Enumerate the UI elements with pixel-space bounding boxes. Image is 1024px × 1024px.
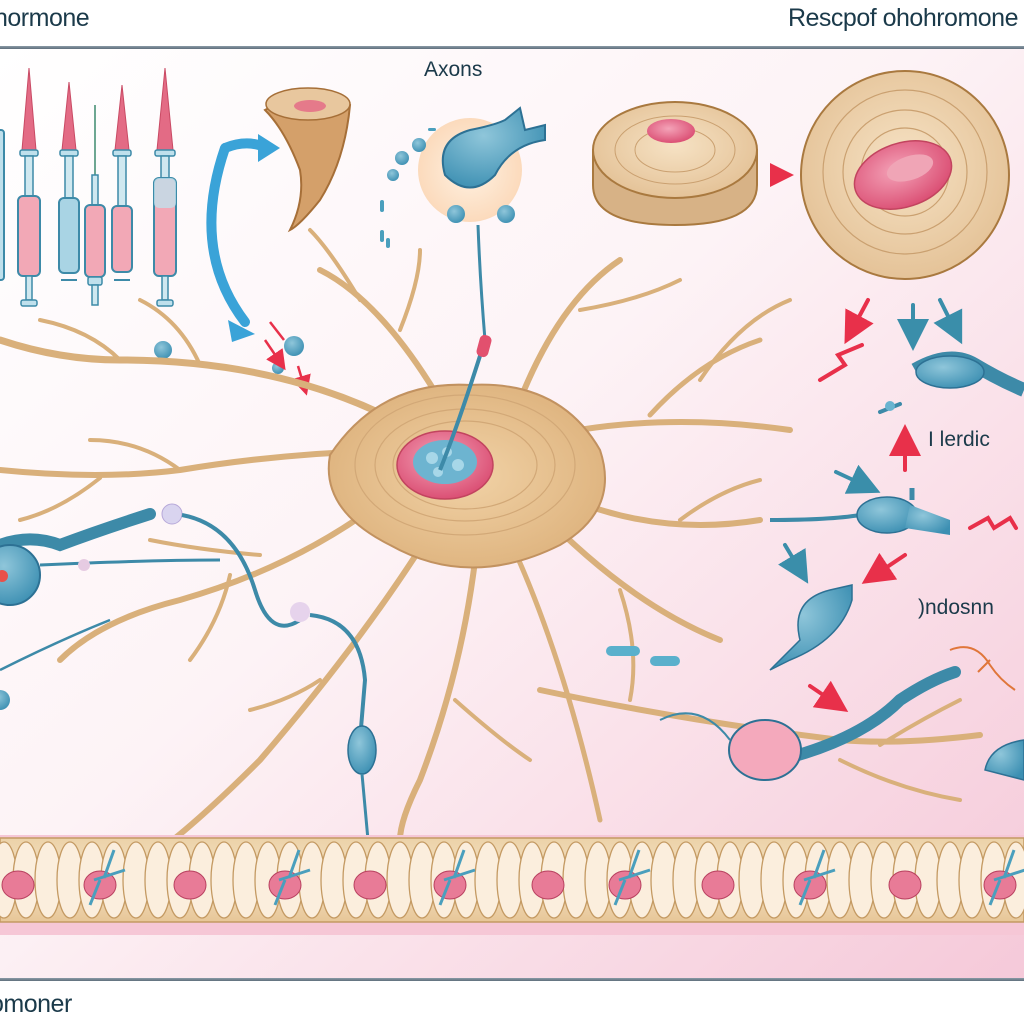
- membrane-cell: [793, 849, 836, 906]
- axon-terminal-bubble: [418, 106, 546, 341]
- orange-fibers: [949, 646, 1016, 691]
- epithelial-membrane-strip: [0, 835, 1024, 935]
- syringe-icon: [0, 129, 5, 281]
- header-divider: [0, 46, 1024, 49]
- curved-double-arrow-icon: [206, 134, 280, 342]
- syringe-icon: [17, 67, 41, 307]
- membrane-cell: [353, 870, 387, 900]
- blue-signal-arrows: [778, 298, 963, 584]
- vesicle-capsule: [650, 656, 680, 666]
- neuron-illustration: [0, 49, 1024, 978]
- blue-neuron-right-top: [878, 351, 1024, 414]
- nucleus: [396, 334, 494, 500]
- membrane-cell: [983, 849, 1024, 906]
- header-title-right: Rescpof ohohromone: [787, 4, 1019, 32]
- red-signal-arrows: [808, 298, 1018, 712]
- footer-title: omoner: [0, 990, 72, 1018]
- syringe-icon: [153, 67, 177, 307]
- membrane-cell: [433, 849, 476, 906]
- membrane-cell: [173, 870, 207, 900]
- blue-neuron-left: [0, 503, 377, 841]
- membrane-cell: [608, 849, 651, 906]
- blue-neuron-right-lower: [769, 584, 853, 671]
- syringe-icon: [111, 84, 133, 281]
- myelin-disc-small: [592, 101, 758, 227]
- membrane-cell: [531, 870, 565, 900]
- membrane-cell: [888, 870, 922, 900]
- membrane-cell: [701, 870, 735, 900]
- membrane-cell: [1, 870, 35, 900]
- cut-nerve-fiber: [263, 87, 352, 233]
- syringe-row: [0, 67, 177, 307]
- membrane-cell: [268, 849, 311, 906]
- illustration-canvas: [0, 49, 1024, 978]
- syringe-icon: [84, 105, 106, 306]
- label-axons: Axons: [424, 58, 483, 81]
- blue-axon-lower-right: [659, 666, 1024, 781]
- label-right-2: )ndosnn: [918, 596, 994, 619]
- footer-divider: [0, 978, 1024, 981]
- vesicle-capsule: [606, 646, 640, 656]
- membrane-cell: [83, 849, 126, 906]
- myelin-disc-large: [800, 70, 1010, 280]
- blue-neuron-right-mid: [769, 488, 950, 535]
- vesicle-chain: [380, 128, 436, 248]
- syringe-icon: [58, 81, 80, 281]
- header-title-left: hormone: [0, 4, 90, 32]
- label-right-1: I lerdic: [928, 428, 990, 451]
